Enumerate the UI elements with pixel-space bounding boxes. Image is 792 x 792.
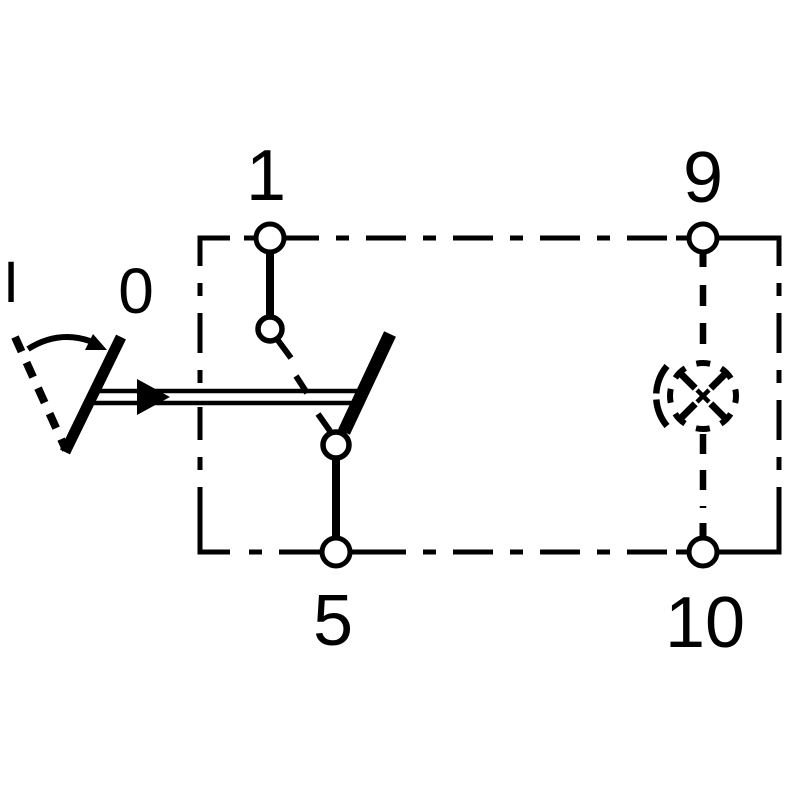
terminal-1-node-icon [253, 221, 287, 255]
linkage-contact-tick [293, 374, 310, 395]
lamp-outline [667, 360, 739, 432]
enclosure-corner-bottom-left [197, 524, 230, 555]
actuator-lever-solid-position-off [60, 334, 126, 455]
lamp-spoke-sw [678, 401, 698, 421]
linkage-right-arrow-icon [137, 379, 170, 415]
switch-lever [338, 331, 396, 435]
actuation-arc-arrowhead [85, 334, 107, 350]
terminal-nodes [244, 221, 730, 569]
lamp-spoke-se [708, 401, 728, 421]
terminal-1-branch [255, 253, 294, 360]
illumination-circuit [652, 253, 739, 538]
enclosure-corner-top-right [748, 235, 782, 266]
terminal-9-node-icon [686, 221, 720, 255]
lamp-center-cross [695, 388, 711, 404]
terminal-1-label: 1 [246, 136, 286, 216]
terminal-10-node-icon [686, 535, 720, 569]
terminal-5-label: 5 [313, 581, 353, 661]
lamp-optional-paren [652, 363, 670, 429]
actuation-arc-arrow-icon [26, 334, 91, 352]
contact-1-node-icon [255, 314, 285, 344]
lamp-spoke-nw [678, 371, 698, 391]
labels: 1 9 5 10 0 I [3, 136, 745, 663]
position-on-label: I [3, 250, 19, 315]
actuator-lever-dashed-position-on [11, 335, 70, 452]
position-off-label: 0 [118, 255, 154, 327]
terminal-5-node-icon [319, 535, 353, 569]
illumination-lamp-icon [652, 360, 739, 432]
contact-1-tick [274, 337, 294, 360]
enclosure-corner-bottom-right [748, 524, 782, 555]
switch-actuator [11, 334, 126, 455]
lamp-spoke-ne [708, 371, 728, 391]
terminal-5-branch [315, 331, 396, 539]
contact-5-tick [315, 412, 333, 433]
mechanical-linkage [89, 374, 361, 415]
contact-5-node-icon [320, 429, 352, 461]
enclosure-corner-top-left [197, 235, 230, 266]
terminal-9-label: 9 [683, 138, 723, 218]
terminal-10-label: 10 [665, 583, 745, 663]
